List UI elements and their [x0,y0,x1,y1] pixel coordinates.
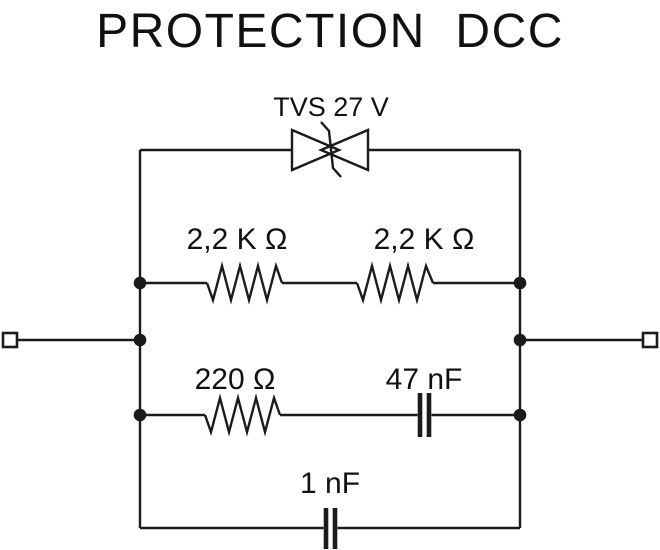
junction-dot [513,408,527,422]
page-title: PROTECTION DCC [96,5,564,58]
junction-dot [513,333,527,347]
resistor-r1-label: 2,2 K Ω [187,223,288,256]
resistor-r2-icon [355,261,435,305]
capacitor-c2-label: 1 nF [300,467,360,500]
tvs-label: TVS 27 V [273,92,389,122]
resistor-r2-label: 2,2 K Ω [374,223,475,256]
junction-dot [513,276,527,290]
resistor-r3-label: 220 Ω [195,363,276,396]
right-terminal-icon [641,331,659,349]
junction-dot [133,333,147,347]
tvs-branch: TVS 27 V [140,92,520,178]
capacitor-c2-icon [323,508,338,549]
capacitor-c1-icon [417,393,432,437]
resistor-r1-icon [205,261,284,305]
tvs-left-triangle [290,128,343,172]
resistor-r3-icon [203,393,282,437]
junction-dot [133,408,147,422]
tvs-center-bar [320,121,342,178]
bottom-branch: 1 nF [140,467,520,549]
capacitor-c1-label: 47 nF [386,363,463,396]
terminal-row [1,331,659,349]
rc-branch: 220 Ω 47 nF [133,363,527,437]
left-terminal-icon [1,331,19,349]
resistor-branch: 2,2 K Ω 2,2 K Ω [133,223,527,305]
tvs-diode-icon [290,121,370,178]
junction-dot [133,276,147,290]
tvs-right-triangle [317,128,370,172]
